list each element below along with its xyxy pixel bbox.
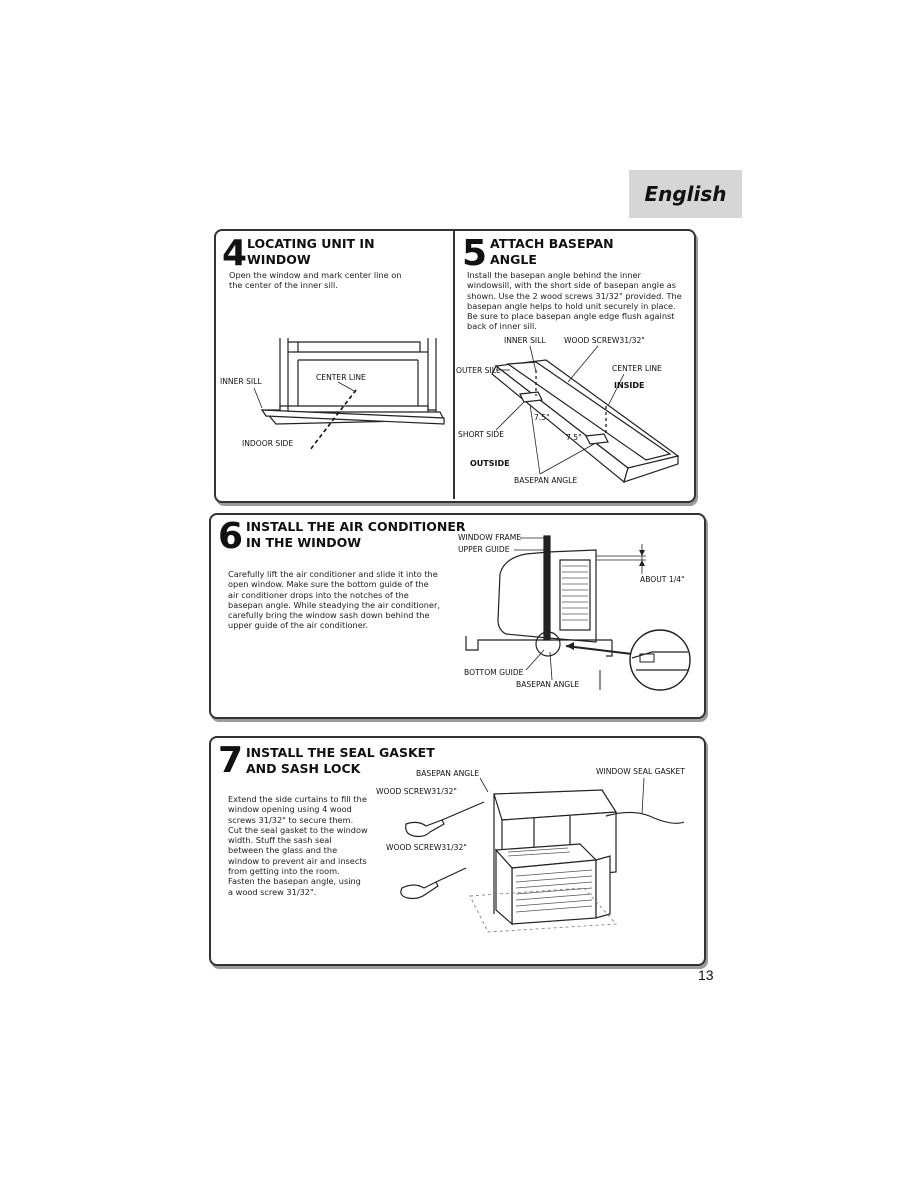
step-5-body: Install the basepan angle behind the inn… bbox=[467, 270, 682, 332]
step-6-label-window-frame: WINDOW FRAME bbox=[458, 533, 521, 542]
step-7-title-line2: AND SASH LOCK bbox=[246, 761, 361, 776]
step-7-label-window-seal-gasket: WINDOW SEAL GASKET bbox=[596, 767, 685, 776]
step-5-basepan-diagram: INNER SILL WOOD SCREW31/32" OUTER SILL C… bbox=[456, 336, 680, 485]
step-5-number: 5 bbox=[462, 233, 488, 274]
step-5-label-outside: OUTSIDE bbox=[470, 459, 510, 468]
step-4-number: 4 bbox=[222, 233, 248, 274]
step-6-title-line1: INSTALL THE AIR CONDITIONER bbox=[246, 519, 466, 534]
step-7-label-wood-screw-2: WOOD SCREW31/32" bbox=[386, 843, 467, 852]
step-5-label-inner-sill: INNER SILL bbox=[504, 336, 546, 345]
step-7-label-basepan-angle: BASEPAN ANGLE bbox=[416, 769, 479, 778]
step-6-install-diagram: WINDOW FRAME UPPER GUIDE ABOUT 1/4" BOTT… bbox=[458, 533, 691, 691]
language-tab: English bbox=[629, 170, 742, 218]
step-7-label-wood-screw-1: WOOD SCREW31/32" bbox=[376, 787, 457, 796]
step-5-label-wood-screw: WOOD SCREW31/32" bbox=[564, 336, 645, 345]
step-6-label-basepan-angle: BASEPAN ANGLE bbox=[516, 680, 579, 689]
step-6-label-bottom-guide: BOTTOM GUIDE bbox=[464, 668, 524, 677]
step-5-label-basepan-angle: BASEPAN ANGLE bbox=[514, 476, 577, 485]
step-6-label-upper-guide: UPPER GUIDE bbox=[458, 545, 510, 554]
step-5-title-line1: ATTACH BASEPAN bbox=[490, 236, 614, 251]
step-4-title-line1: LOCATING UNIT IN bbox=[247, 236, 375, 251]
step-4-label-indoor-side: INDOOR SIDE bbox=[242, 439, 293, 448]
step-5-label-inside: INSIDE bbox=[614, 381, 645, 390]
step-6-number: 6 bbox=[218, 516, 244, 557]
step-5-label-dim1: 7.5" bbox=[534, 413, 550, 422]
step-6-title-line2: IN THE WINDOW bbox=[246, 535, 362, 550]
panel-step-7 bbox=[209, 736, 706, 966]
step-5-label-center-line: CENTER LINE bbox=[612, 364, 662, 373]
step-5-label-outer-sill: OUTER SILL bbox=[456, 366, 501, 375]
step-5-label-dim2: 7.5" bbox=[566, 433, 582, 442]
panel-step-6 bbox=[209, 513, 706, 719]
step-7-title-line1: INSTALL THE SEAL GASKET bbox=[246, 745, 435, 760]
step-7-body: Extend the side curtains to fill the win… bbox=[228, 794, 368, 897]
step-7-number: 7 bbox=[218, 740, 244, 781]
step-6-body: Carefully lift the air conditioner and s… bbox=[228, 569, 440, 631]
step-7-gasket-diagram: BASEPAN ANGLE WINDOW SEAL GASKET WOOD SC… bbox=[376, 767, 685, 933]
step-4-window-diagram: INNER SILL CENTER LINE INDOOR SIDE bbox=[220, 338, 445, 451]
page-number: 13 bbox=[698, 967, 714, 983]
language-label: English bbox=[644, 182, 727, 206]
step-6-label-about: ABOUT 1/4" bbox=[640, 575, 685, 584]
panel-divider bbox=[453, 231, 455, 499]
step-4-title-line2: WINDOW bbox=[247, 252, 311, 267]
step-4-body: Open the window and mark center line on … bbox=[229, 270, 402, 291]
step-4-label-center-line: CENTER LINE bbox=[316, 373, 366, 382]
step-4-label-inner-sill: INNER SILL bbox=[220, 377, 262, 386]
step-5-label-short-side: SHORT SIDE bbox=[458, 430, 504, 439]
step-5-title-line2: ANGLE bbox=[490, 252, 537, 267]
